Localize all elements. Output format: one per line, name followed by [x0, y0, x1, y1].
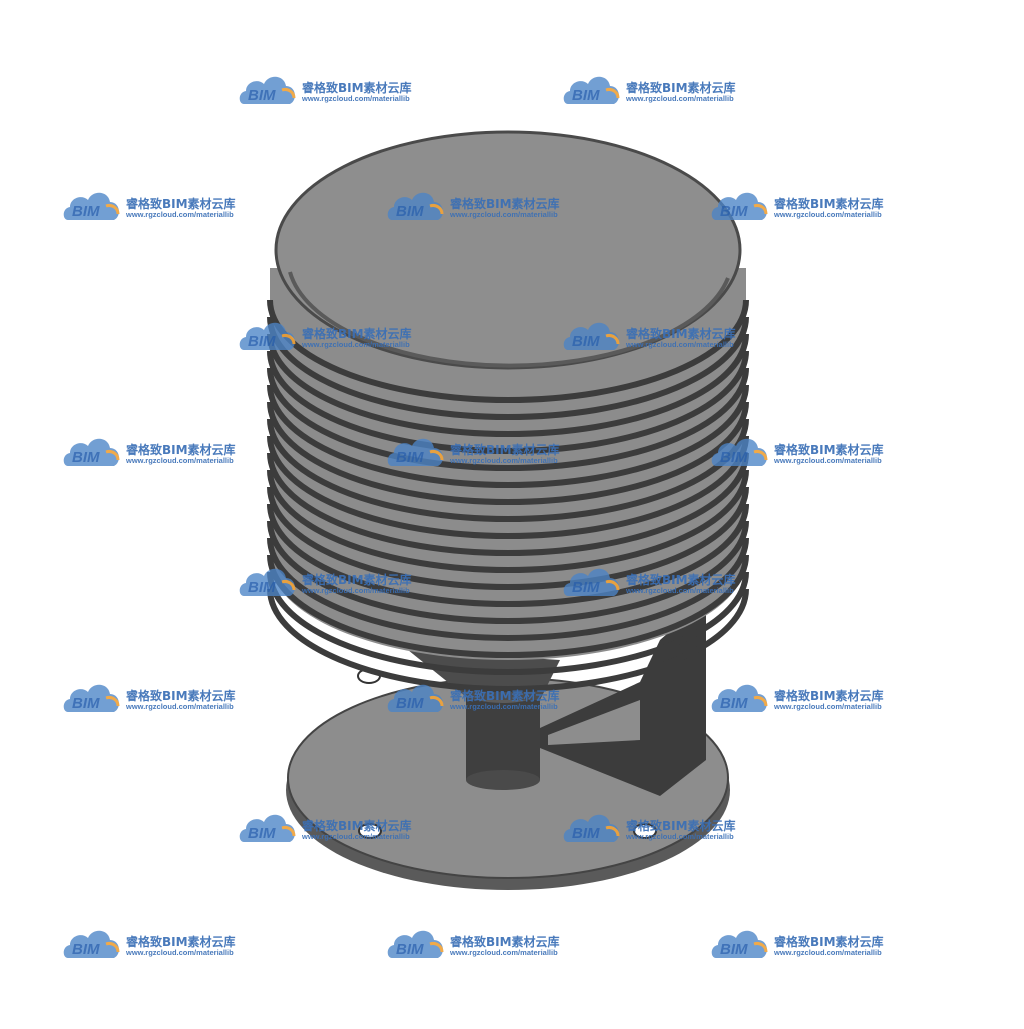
thread-groove [267, 350, 749, 454]
bolt-hole [633, 823, 657, 839]
thread-groove [267, 486, 749, 590]
thread-grooves [267, 299, 749, 692]
thread-groove [267, 333, 749, 437]
thread-groove [267, 367, 749, 471]
thread-groove [267, 588, 749, 692]
thread-groove [267, 503, 749, 607]
thread-groove [267, 452, 749, 556]
thread-groove [267, 435, 749, 539]
cylinder-top-face [274, 130, 742, 370]
thread-groove [267, 299, 749, 403]
thread-groove [267, 316, 749, 420]
thread-groove [267, 554, 749, 658]
thread-groove [267, 537, 749, 641]
bolt-hole [358, 823, 382, 839]
thread-groove [267, 571, 749, 675]
thread-groove [267, 384, 749, 488]
thread-groove [267, 469, 749, 573]
threaded-cylinder [267, 130, 749, 692]
thread-groove [267, 520, 749, 624]
